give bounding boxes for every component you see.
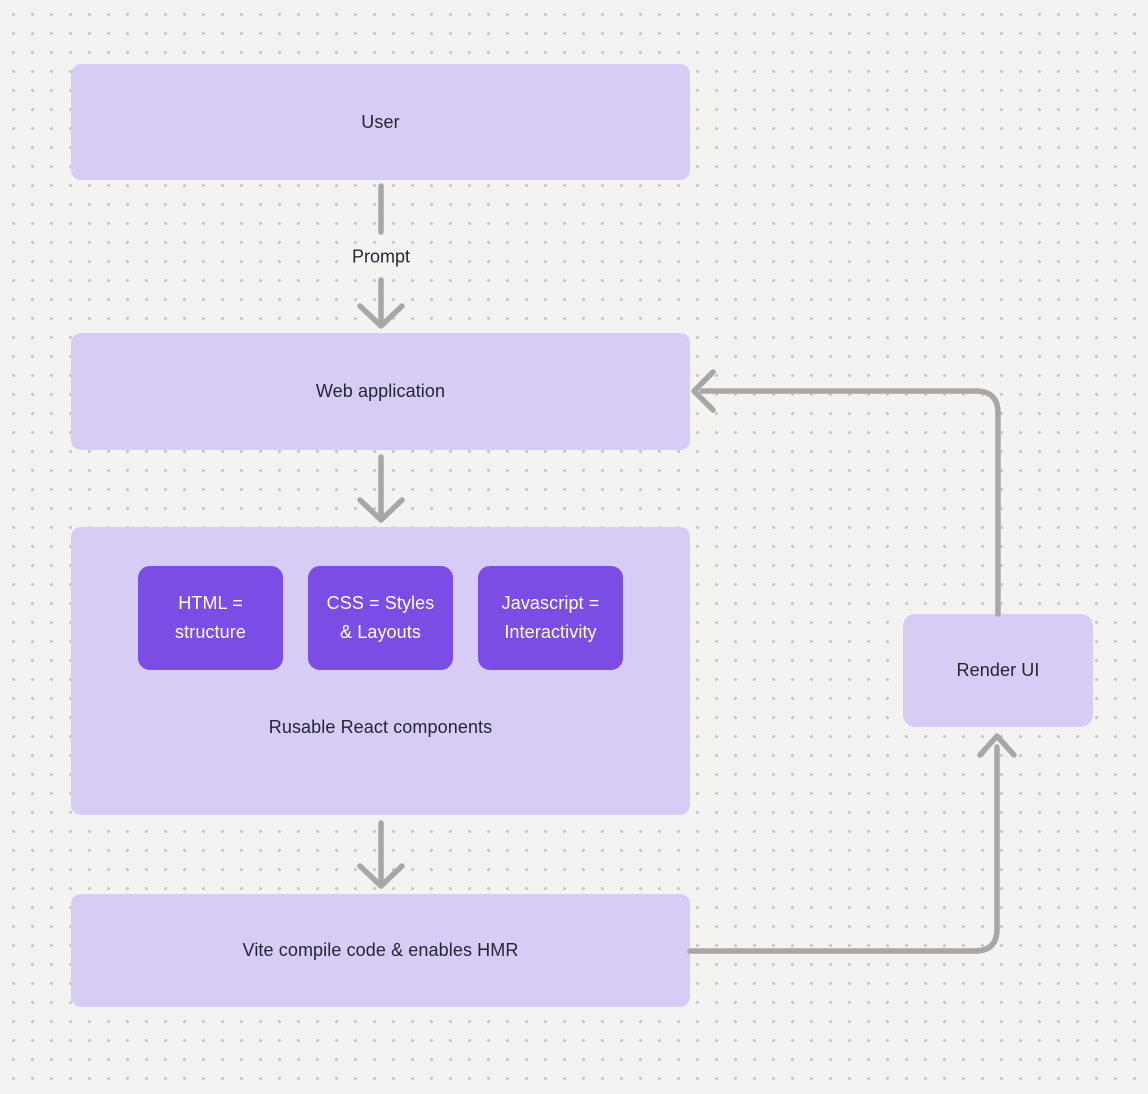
- component-card-html-line2: structure: [175, 622, 246, 642]
- component-card-javascript-line1: Javascript =: [501, 593, 600, 613]
- node-web-application-label: Web application: [315, 381, 446, 401]
- component-card-css-line1: CSS = Styles: [326, 593, 435, 613]
- node-user: User: [71, 64, 690, 180]
- components-group: HTML = structure CSS = Styles & Layouts …: [71, 527, 690, 815]
- component-card-html: HTML = structure: [138, 566, 283, 670]
- edge-label-prompt: Prompt: [344, 244, 418, 270]
- component-card-css-line2: & Layouts: [340, 622, 421, 642]
- node-user-label: User: [361, 111, 400, 132]
- component-card-javascript-line2: Interactivity: [504, 622, 597, 642]
- component-card-css: CSS = Styles & Layouts: [308, 566, 453, 670]
- node-web-application: Web application: [71, 333, 690, 450]
- arrow-renderui-to-webapp: [691, 369, 1001, 617]
- arrow-components-to-vite: [357, 820, 405, 889]
- component-card-javascript: Javascript = Interactivity: [478, 566, 623, 670]
- node-vite: Vite compile code & enables HMR: [71, 894, 690, 1007]
- component-card-html-line1: HTML =: [178, 593, 243, 613]
- node-render-ui-label: Render UI: [956, 660, 1040, 680]
- arrow-webapp-to-components: [357, 454, 405, 523]
- node-render-ui: Render UI: [903, 614, 1093, 727]
- components-group-caption: Rusable React components: [268, 717, 493, 737]
- arrow-vite-to-renderui: [687, 733, 1017, 954]
- node-vite-label: Vite compile code & enables HMR: [242, 940, 519, 960]
